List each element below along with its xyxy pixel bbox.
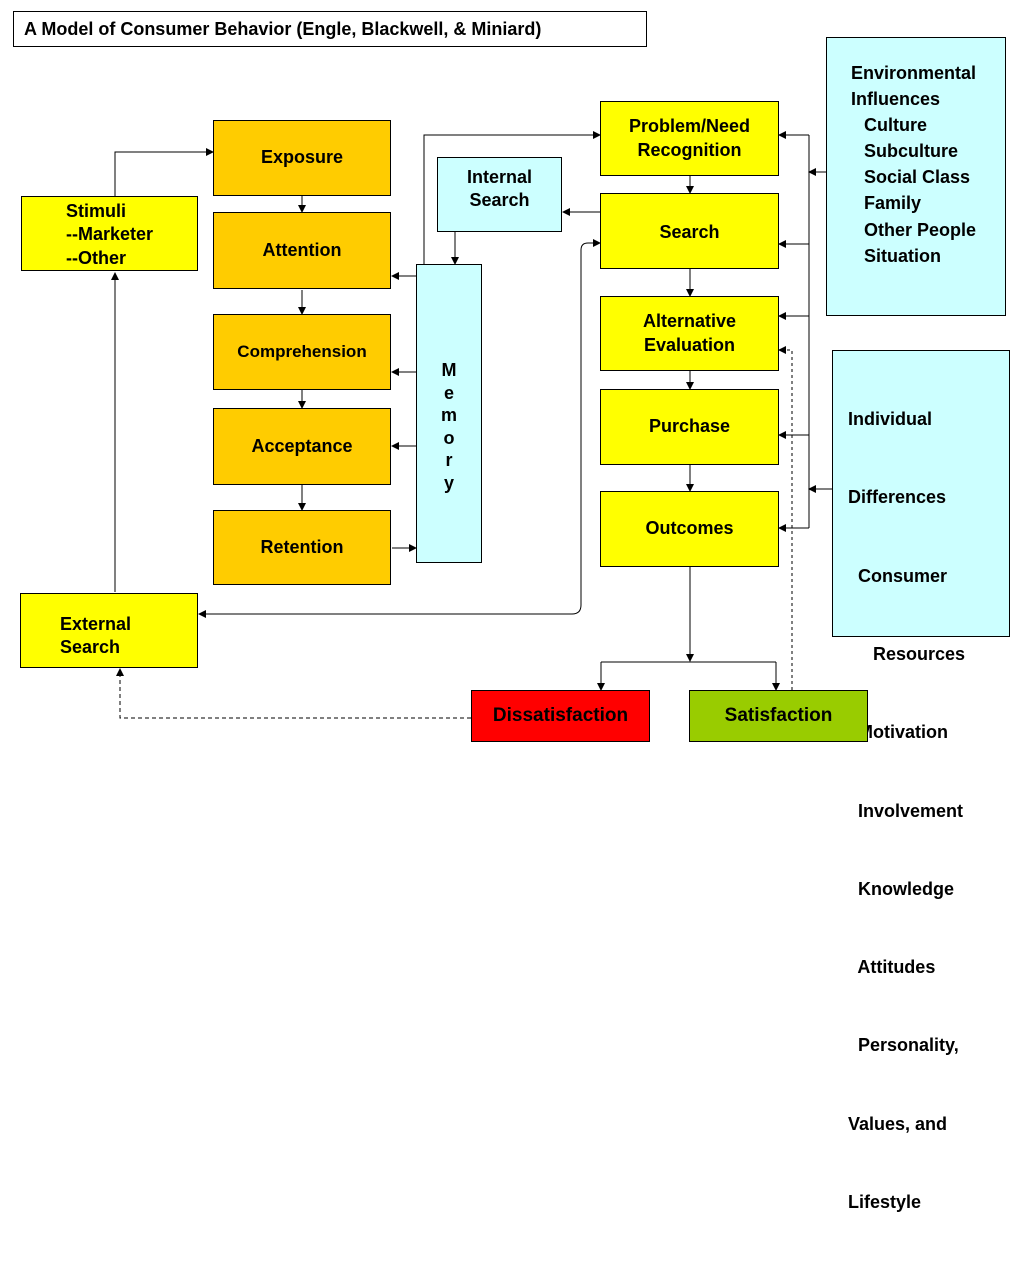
memory-letter: e (443, 382, 454, 403)
ind-line: Consumer (848, 565, 948, 586)
individual-differences-box: Individual Differences Consumer Resource… (832, 350, 1010, 1212)
attention-box: Attention (213, 212, 391, 289)
ind-line: Attitudes (848, 957, 936, 978)
env-heading-line: Influences (851, 89, 941, 110)
satisfaction-box: Satisfaction (689, 690, 868, 742)
ind-line: Knowledge (848, 878, 955, 899)
retention-box: Retention (213, 510, 391, 585)
memory-letter: m (440, 405, 457, 425)
arrow-loop-search (580, 239, 601, 605)
arrow-memory-problem (423, 131, 601, 265)
env-item: Culture (864, 115, 927, 136)
dissatisfaction-box: Dissatisfaction (471, 690, 650, 742)
connector-layer (111, 131, 832, 719)
arrow-loop-external (198, 604, 582, 618)
page-title: A Model of Consumer Behavior (Engle, Bla… (13, 11, 647, 47)
memory-letter: M (441, 360, 457, 380)
comprehension-box: Comprehension (213, 314, 391, 390)
stimuli-line: --Marketer (66, 224, 154, 245)
arrow-stimuli-exposure (114, 148, 214, 198)
external-search-box: External Search (20, 593, 198, 668)
problem-recognition-box: Problem/Need Recognition (600, 101, 779, 176)
stimuli-line: Stimuli (66, 201, 127, 221)
env-item: Situation (864, 245, 941, 266)
internal-search-line: Internal (466, 167, 532, 187)
acceptance-box: Acceptance (213, 408, 391, 485)
stimuli-box: Stimuli --Marketer --Other (21, 196, 198, 271)
ind-line: Personality, (848, 1035, 959, 1056)
env-heading-line: Environmental (851, 63, 977, 83)
exposure-box: Exposure (213, 120, 391, 196)
ind-line: Lifestyle (848, 1192, 922, 1212)
external-search-line: External (60, 614, 132, 634)
ind-line: Involvement (848, 800, 964, 821)
stimuli-line: --Other (66, 247, 126, 268)
arrow-satisfaction-alternative (778, 346, 793, 690)
ind-line: Resources (848, 644, 966, 665)
purchase-box: Purchase (600, 389, 779, 465)
ind-line: Individual (848, 409, 933, 430)
memory-box: M e m o r y (416, 264, 482, 563)
env-item: Subculture (864, 141, 959, 162)
env-item: Social Class (864, 167, 971, 188)
search-box: Search (600, 193, 779, 269)
external-search-line: Search (60, 637, 121, 658)
memory-letter: y (443, 472, 454, 493)
outcomes-box: Outcomes (600, 491, 779, 567)
ind-line: Values, and (848, 1113, 948, 1134)
environmental-influences-box: Environmental Influences Culture Subcult… (826, 37, 1006, 316)
memory-letter: o (443, 427, 455, 448)
internal-search-box: Internal Search (437, 157, 562, 232)
alternative-evaluation-box: Alternative Evaluation (600, 296, 779, 371)
internal-search-line: Search (469, 190, 530, 211)
env-item: Other People (864, 219, 977, 240)
arrow-dissatisfaction-external (116, 668, 471, 719)
memory-letter: r (445, 450, 453, 470)
ind-line: Motivation (848, 722, 948, 743)
ind-line: Differences (848, 487, 947, 508)
env-item: Family (864, 193, 922, 214)
